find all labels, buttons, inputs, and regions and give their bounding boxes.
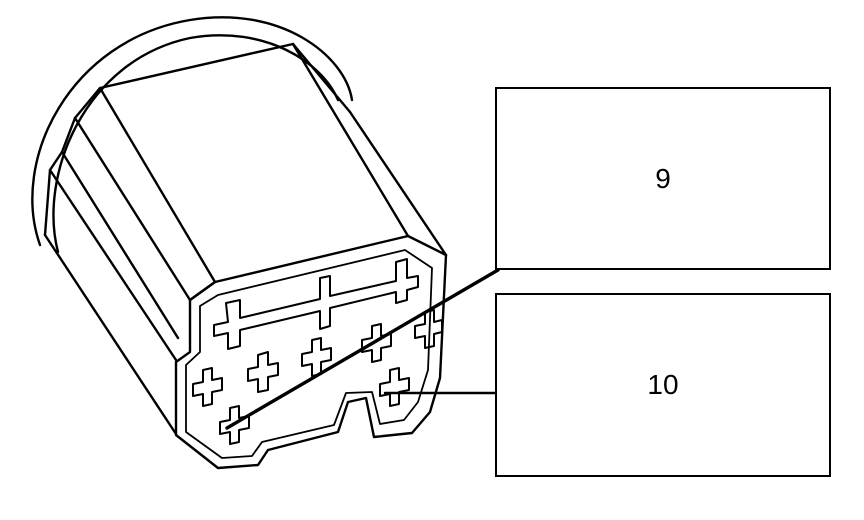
connector-housing xyxy=(43,42,448,470)
leader-line-9 xyxy=(225,268,500,430)
terminal-cavity xyxy=(361,323,392,363)
terminal-cavity xyxy=(219,405,250,445)
callout-box-9: 9 xyxy=(495,87,831,270)
terminal-cavity xyxy=(414,309,443,349)
terminal-row-top xyxy=(213,258,419,350)
terminal-cavity xyxy=(192,367,223,407)
callout-box-10: 10 xyxy=(495,293,831,477)
terminal-row-bottom xyxy=(192,309,443,445)
terminal-cavity xyxy=(379,367,410,407)
terminal-cavity xyxy=(247,351,279,393)
callout-label-9: 9 xyxy=(655,162,671,194)
callout-label-10: 10 xyxy=(647,369,679,400)
